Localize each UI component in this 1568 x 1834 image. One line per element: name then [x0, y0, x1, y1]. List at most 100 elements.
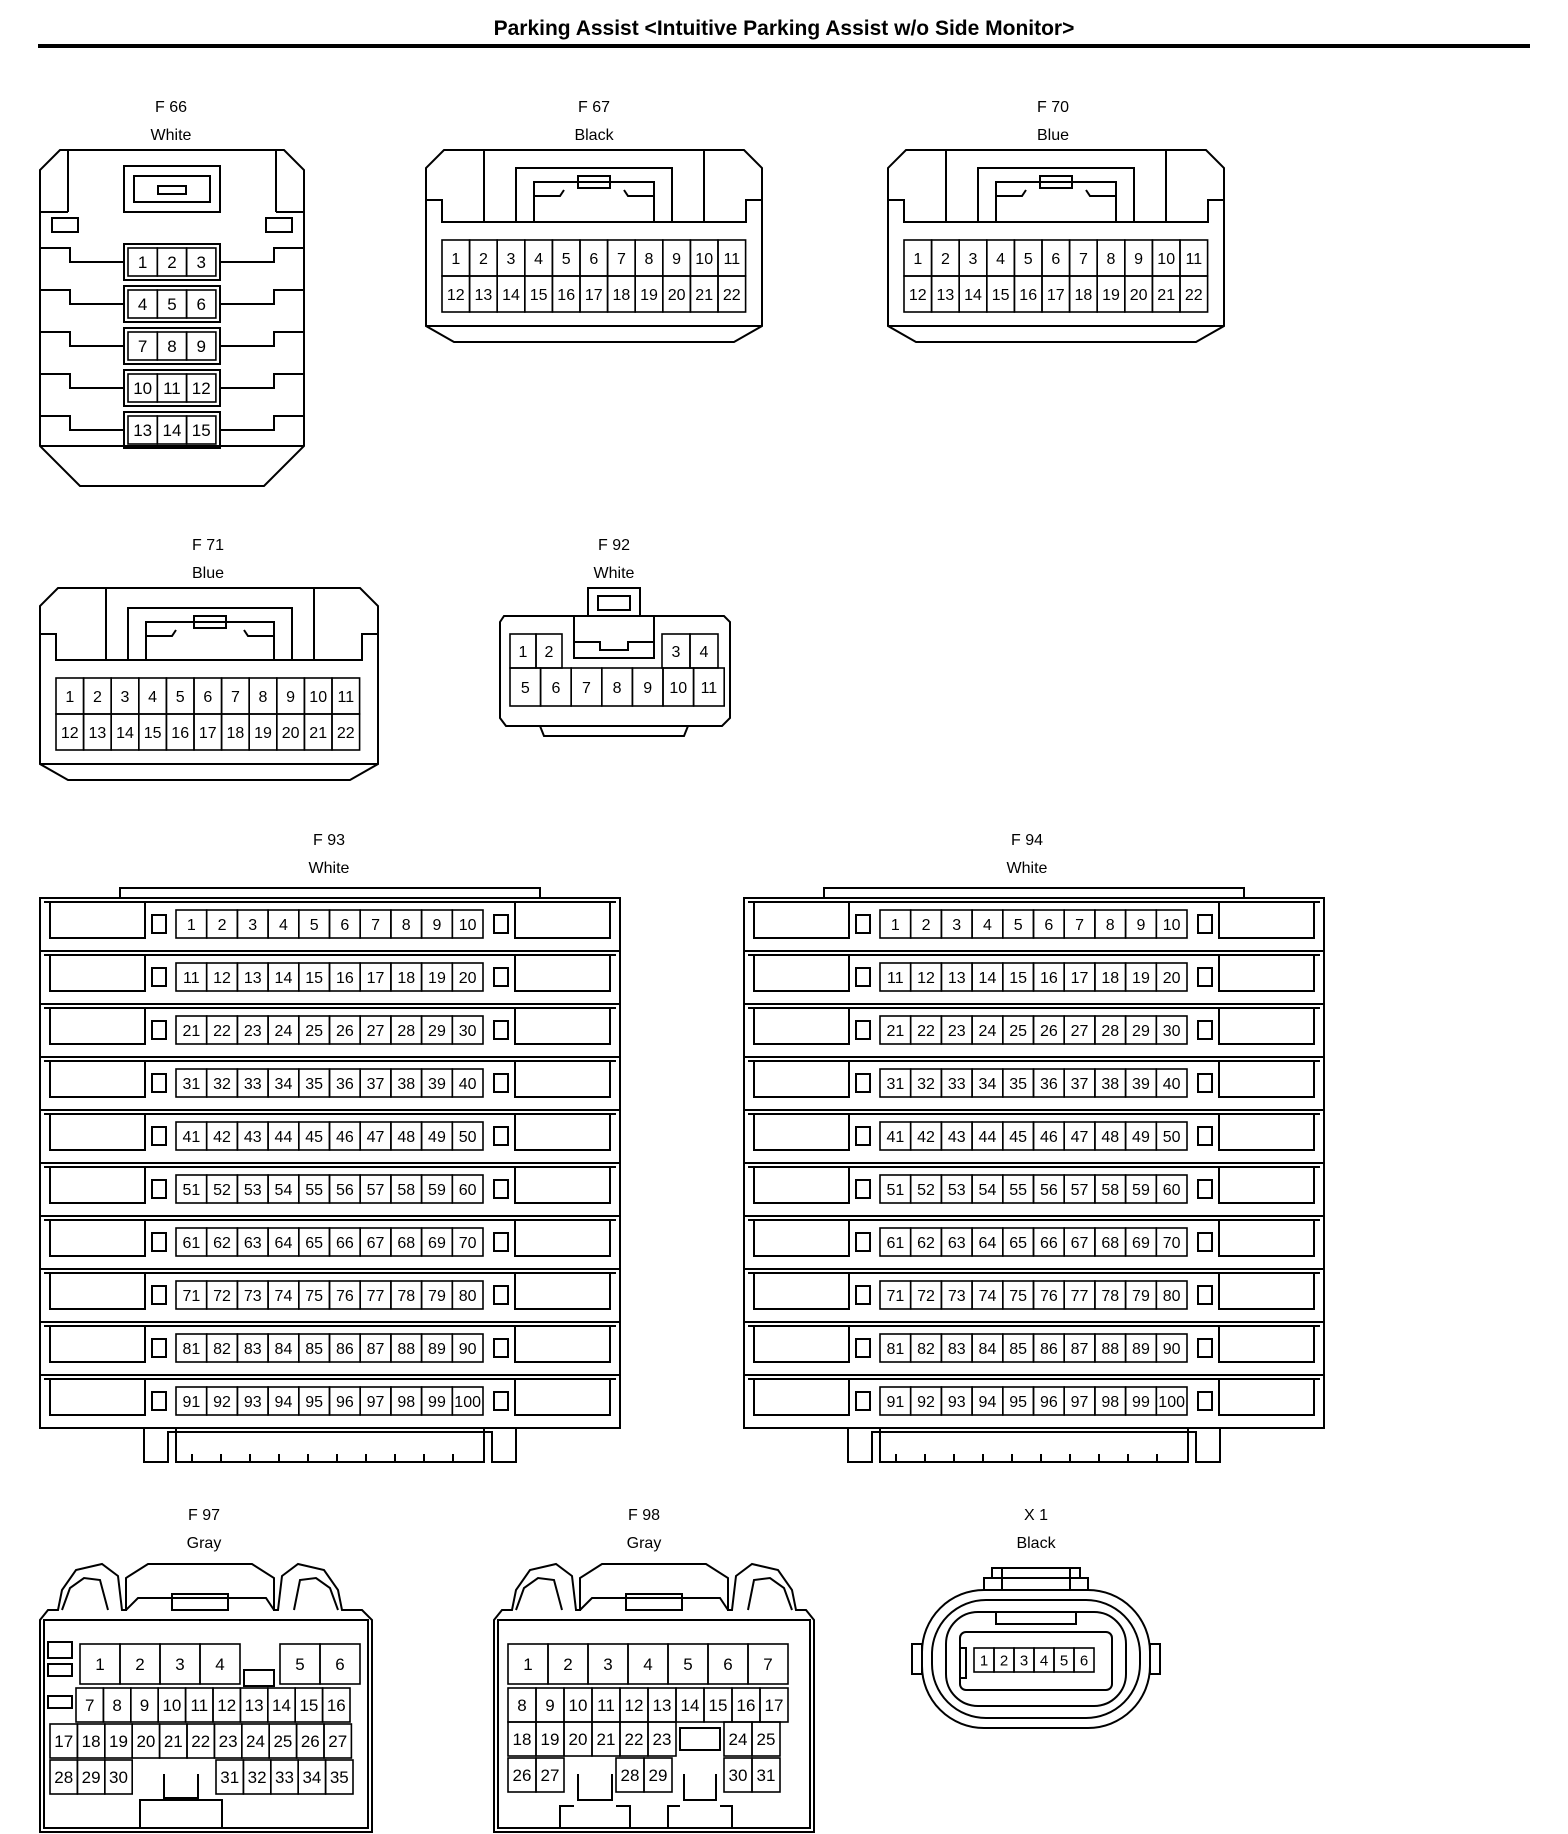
- pin-number: 52: [213, 1182, 231, 1199]
- pin-cell: 60: [451, 1174, 484, 1204]
- pin-cell: 97: [1063, 1386, 1096, 1416]
- pin-number: 30: [109, 1768, 128, 1787]
- pin-number: 91: [886, 1394, 904, 1411]
- pin-number: 2: [167, 253, 176, 272]
- pin-number: 27: [1071, 1023, 1089, 1040]
- pin-number: 24: [275, 1023, 293, 1040]
- pin-cell: 79: [420, 1280, 454, 1310]
- pin-number: 15: [530, 287, 548, 304]
- pin-number: 9: [432, 917, 441, 934]
- pin-cell: 94: [971, 1386, 1004, 1416]
- pin-number: 71: [886, 1288, 904, 1305]
- pin-number: 29: [428, 1023, 446, 1040]
- pin-cell: 31: [879, 1068, 912, 1098]
- pin-number: 23: [244, 1023, 262, 1040]
- connector-f92-label: F 92 White: [594, 537, 635, 582]
- pin-cell: 83: [940, 1333, 973, 1363]
- pin-number: 68: [1101, 1235, 1119, 1252]
- pin-cell: 1: [79, 1643, 121, 1685]
- pin-cell: 80: [451, 1280, 484, 1310]
- pin-cell: 93: [236, 1386, 269, 1416]
- pin-cell: 43: [940, 1121, 973, 1151]
- pin-cell: 13: [647, 1687, 677, 1723]
- pin-cell: 31: [175, 1068, 208, 1098]
- pin-cell: 9: [185, 331, 217, 361]
- pin-cell: 13: [468, 275, 499, 313]
- pin-cell: 14: [267, 962, 300, 992]
- pin-number: 12: [625, 1696, 644, 1715]
- pin-number: 69: [428, 1235, 446, 1252]
- pin-cell: 24: [971, 1015, 1004, 1045]
- pin-cell: 77: [359, 1280, 392, 1310]
- pin-number: 2: [135, 1655, 144, 1674]
- pin-cell: 95: [1001, 1386, 1035, 1416]
- pin-number: 5: [1014, 917, 1023, 934]
- pin-cell: 7: [359, 909, 392, 939]
- pin-cell: 69: [420, 1227, 454, 1257]
- pin-cell: 1: [973, 1647, 995, 1673]
- pin-cell: 20: [1124, 275, 1154, 313]
- pin-cell: 3: [185, 247, 217, 277]
- pin-cell: 23: [940, 1015, 973, 1045]
- pin-cell: 21: [591, 1721, 621, 1757]
- pin-number: 58: [1101, 1182, 1119, 1199]
- pin-cell: 58: [1094, 1174, 1127, 1204]
- pin-number: 7: [582, 680, 591, 697]
- pin-cell: 10: [689, 239, 719, 277]
- pin-cell: 15: [523, 275, 554, 313]
- pin-number: 3: [672, 644, 681, 661]
- pin-cell: 89: [1124, 1333, 1158, 1363]
- pin-number: 34: [275, 1076, 293, 1093]
- pin-number: 27: [328, 1732, 347, 1751]
- pin-number: 2: [1000, 1652, 1008, 1669]
- pin-number: 12: [447, 287, 465, 304]
- pin-cell: 13: [930, 275, 960, 313]
- pin-number: 25: [305, 1023, 323, 1040]
- pin-cell: 32: [909, 1068, 943, 1098]
- pin-number: 29: [1132, 1023, 1150, 1040]
- pin-cell: 81: [879, 1333, 912, 1363]
- pin-cell: 47: [359, 1121, 392, 1151]
- pin-cell: 82: [205, 1333, 239, 1363]
- pin-number: 47: [1071, 1129, 1089, 1146]
- pin-cell: 90: [1155, 1333, 1188, 1363]
- pin-cell: 9: [535, 1687, 565, 1723]
- pin-cell: 2: [993, 1647, 1015, 1673]
- pin-cell: 3: [958, 239, 988, 277]
- pin-cell: 4: [971, 909, 1004, 939]
- pin-number: 1: [891, 917, 900, 934]
- pin-cell: 2: [119, 1643, 161, 1685]
- pin-number: 4: [983, 917, 992, 934]
- pin-number: 28: [54, 1768, 73, 1787]
- pin-number: 6: [551, 680, 560, 697]
- pin-number: 65: [1009, 1235, 1027, 1252]
- pin-number: 36: [1040, 1076, 1058, 1093]
- pin-number: 7: [138, 337, 147, 356]
- pin-number: 19: [428, 970, 446, 987]
- pin-number: 11: [597, 1696, 615, 1715]
- pin-cell: 52: [205, 1174, 239, 1204]
- pin-number: 18: [1101, 970, 1119, 987]
- pin-number: 40: [459, 1076, 477, 1093]
- pin-number: 19: [109, 1732, 128, 1751]
- pin-cell: 1: [507, 1643, 549, 1685]
- pin-cell: 16: [165, 713, 195, 751]
- pin-number: 3: [969, 251, 978, 268]
- pin-number: 7: [231, 689, 240, 706]
- pin-number: 5: [562, 251, 571, 268]
- pin-cell: 9: [130, 1687, 160, 1723]
- pin-number: 76: [336, 1288, 354, 1305]
- pin-number: 96: [336, 1394, 354, 1411]
- pin-number: 28: [397, 1023, 415, 1040]
- pin-number: 1: [913, 251, 922, 268]
- pin-number: 51: [886, 1182, 904, 1199]
- pin-cell: 19: [104, 1723, 134, 1759]
- pin-cell: 19: [1124, 962, 1158, 992]
- pin-number: 7: [1079, 251, 1088, 268]
- pin-number: 67: [1071, 1235, 1089, 1252]
- pin-cell: 34: [971, 1068, 1004, 1098]
- pin-cell: 43: [236, 1121, 269, 1151]
- pin-number: 46: [336, 1129, 354, 1146]
- pin-cell: 16: [1032, 962, 1066, 992]
